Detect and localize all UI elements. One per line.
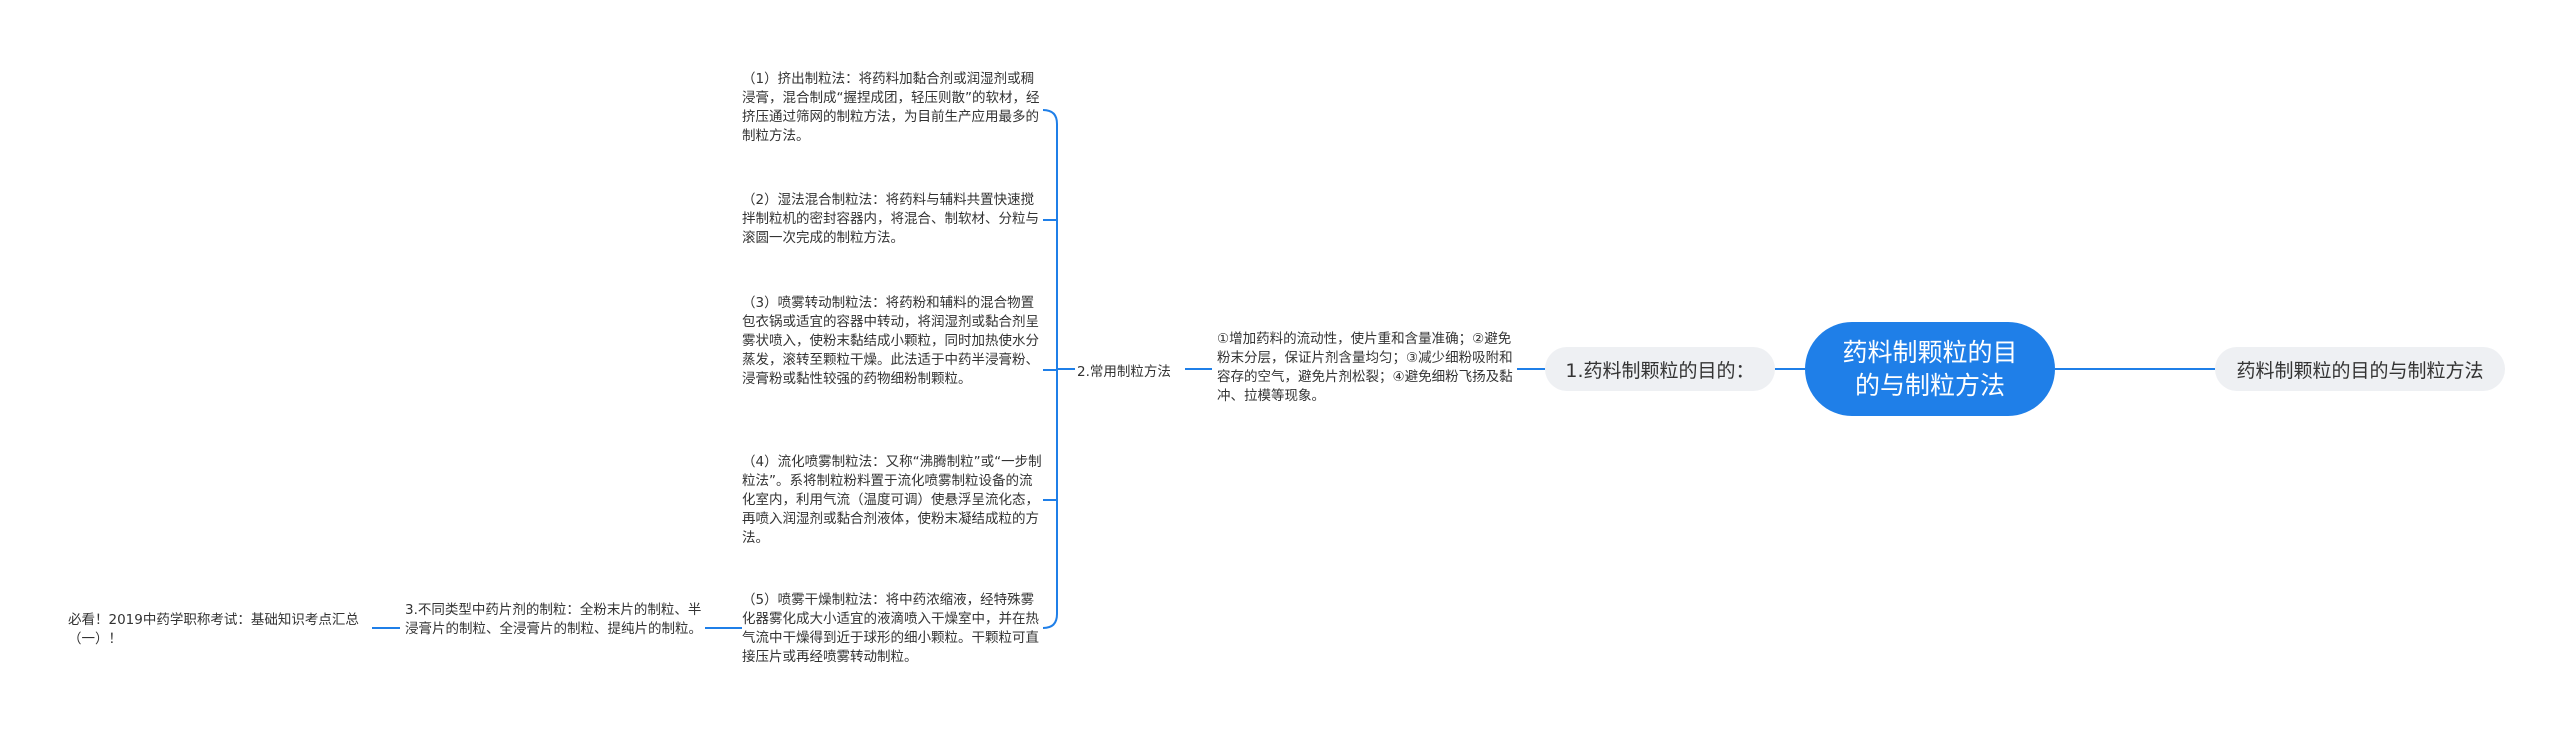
root-label: 药料制颗粒的目的与制粒方法 bbox=[1842, 338, 2018, 400]
common-methods-node[interactable]: 2.常用制粒方法 bbox=[1077, 364, 1171, 380]
method-node-2[interactable]: （2）湿法混合制粒法：将药料与辅料共置快速搅拌制粒机的密封容器内，将混合、制软材… bbox=[742, 192, 1039, 246]
related-link-node[interactable]: 必看！2019中药学职称考试：基础知识考点汇总（一）！ bbox=[68, 612, 359, 647]
method-node-1[interactable]: （1）挤出制粒法：将药料加黏合剂或润湿剂或稠浸膏，混合制成“握捏成团，轻压则散”… bbox=[742, 71, 1040, 144]
topic-node-right[interactable]: 药料制颗粒的目的与制粒方法 bbox=[2215, 347, 2505, 391]
topic-node-purpose[interactable]: 1.药料制颗粒的目的： bbox=[1545, 347, 1775, 391]
tablet-types-node[interactable]: 3.不同类型中药片剂的制粒：全粉末片的制粒、半浸膏片的制粒、全浸膏片的制粒、提纯… bbox=[405, 602, 702, 637]
method-node-5[interactable]: （5）喷雾干燥制粒法：将中药浓缩液，经特殊雾化器雾化成大小适宜的液滴喷入干燥室中… bbox=[742, 592, 1039, 665]
purpose-detail-node[interactable]: ①增加药料的流动性，使片重和含量准确；②避免粉末分层，保证片剂含量均匀；③减少细… bbox=[1217, 331, 1513, 404]
topic-label-right: 药料制颗粒的目的与制粒方法 bbox=[2236, 359, 2484, 382]
method-node-3[interactable]: （3）喷雾转动制粒法：将药粉和辅料的混合物置包衣锅或适宜的容器中转动，将润湿剂或… bbox=[742, 295, 1039, 387]
method-node-4[interactable]: （4）流化喷雾制粒法：又称“沸腾制粒”或“一步制粒法”。系将制粒粉料置于流化喷雾… bbox=[742, 454, 1042, 546]
root-node[interactable]: 药料制颗粒的目的与制粒方法 bbox=[1805, 322, 2055, 416]
topic-label-purpose: 1.药料制颗粒的目的： bbox=[1565, 359, 1755, 382]
